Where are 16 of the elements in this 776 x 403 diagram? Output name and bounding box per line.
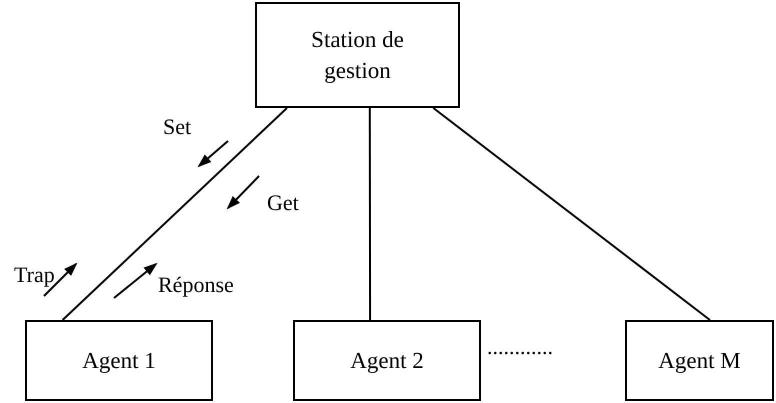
message-label: Get	[267, 190, 299, 216]
connector-line	[432, 107, 711, 321]
connector-line	[62, 107, 288, 321]
node-box	[625, 320, 774, 401]
connector-line	[368, 108, 372, 320]
message-label: Trap	[14, 262, 55, 288]
ellipsis-text: ............	[487, 334, 553, 360]
node-label: Agent 1	[82, 346, 156, 375]
node-box	[255, 2, 460, 108]
node-box	[293, 320, 481, 401]
node-label: Station de gestion	[310, 26, 405, 85]
node-box	[25, 320, 213, 401]
message-label: Réponse	[158, 272, 234, 298]
message-label: Set	[163, 114, 192, 140]
node-label: Agent 2	[350, 346, 424, 375]
node-label: Agent M	[658, 346, 741, 375]
